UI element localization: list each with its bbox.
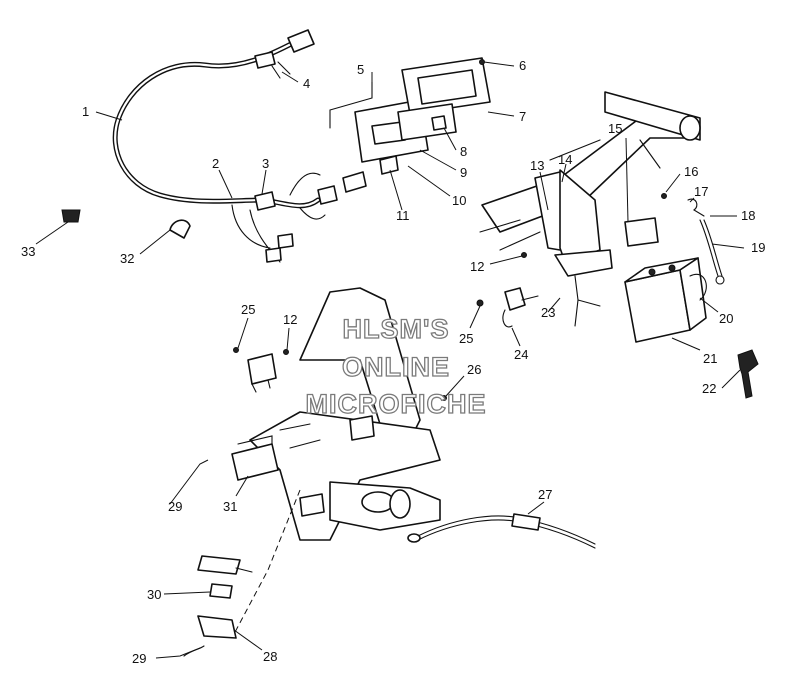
callout-27: 27	[538, 487, 552, 502]
callout-3: 3	[262, 156, 269, 171]
callout-6: 6	[519, 58, 526, 73]
bottom-parts	[197, 489, 301, 639]
callout-9: 9	[460, 165, 467, 180]
ignition-key	[737, 349, 759, 399]
battery-bracket	[534, 169, 613, 327]
screw-25b	[476, 299, 484, 307]
screw-26	[441, 395, 447, 401]
callout-16: 16	[684, 164, 698, 179]
wire-harness	[112, 39, 326, 263]
harness-connectors	[254, 171, 367, 263]
callout-4: 4	[303, 76, 310, 91]
callout-labels: 1 2 3 4 5 6 7 8 9 10 11 12 12 13 14 15 1…	[21, 58, 765, 666]
screw-12b	[283, 349, 289, 355]
callout-11: 11	[396, 208, 410, 223]
callout-31: 31	[223, 499, 237, 514]
callout-14: 14	[558, 152, 572, 167]
callout-23: 23	[541, 305, 555, 320]
callout-33: 33	[21, 244, 35, 259]
main-frame	[249, 287, 441, 541]
callout-29b: 29	[132, 651, 146, 666]
callout-26: 26	[467, 362, 481, 377]
callout-8: 8	[460, 144, 467, 159]
rear-frame	[479, 91, 701, 251]
relay-25	[247, 353, 277, 393]
battery	[624, 257, 707, 343]
callout-12a: 12	[470, 259, 484, 274]
callout-22: 22	[702, 381, 716, 396]
clip-32	[169, 219, 191, 239]
watermark-line-1: HLSM'S	[343, 314, 450, 344]
callout-29a: 29	[168, 499, 182, 514]
regulator	[231, 435, 279, 481]
callout-25b: 25	[459, 331, 473, 346]
watermark-line-2: ONLINE	[342, 352, 450, 382]
callout-2: 2	[212, 156, 219, 171]
callout-15: 15	[608, 121, 622, 136]
leader-lines	[35, 61, 745, 659]
callout-28: 28	[263, 649, 277, 664]
screw-25a	[233, 347, 239, 353]
screw-12a	[521, 252, 527, 258]
battery-cover-15	[624, 217, 659, 247]
grommet-33	[61, 209, 81, 223]
callout-32: 32	[120, 251, 134, 266]
callout-17: 17	[694, 184, 708, 199]
watermark-line-3: MICROFICHE	[306, 389, 487, 419]
callout-10: 10	[452, 193, 466, 208]
watermark: HLSM'S ONLINE MICROFICHE	[305, 313, 487, 419]
screw-6	[479, 59, 485, 65]
callout-1: 1	[82, 104, 89, 119]
starter-solenoid	[502, 287, 539, 328]
tail-light-assembly	[329, 57, 491, 175]
callout-21: 21	[703, 351, 717, 366]
callout-24: 24	[514, 347, 528, 362]
connector-4	[254, 29, 315, 79]
callout-30: 30	[147, 587, 161, 602]
callout-12b: 12	[283, 312, 297, 327]
strap-hook	[687, 198, 725, 285]
ground-cable	[407, 513, 596, 549]
callout-18: 18	[741, 208, 755, 223]
callout-20: 20	[719, 311, 733, 326]
callout-19: 19	[751, 240, 765, 255]
screw-16	[661, 193, 667, 199]
callout-13: 13	[530, 158, 544, 173]
callout-7: 7	[519, 109, 526, 124]
callout-5: 5	[357, 62, 364, 77]
callout-25a: 25	[241, 302, 255, 317]
